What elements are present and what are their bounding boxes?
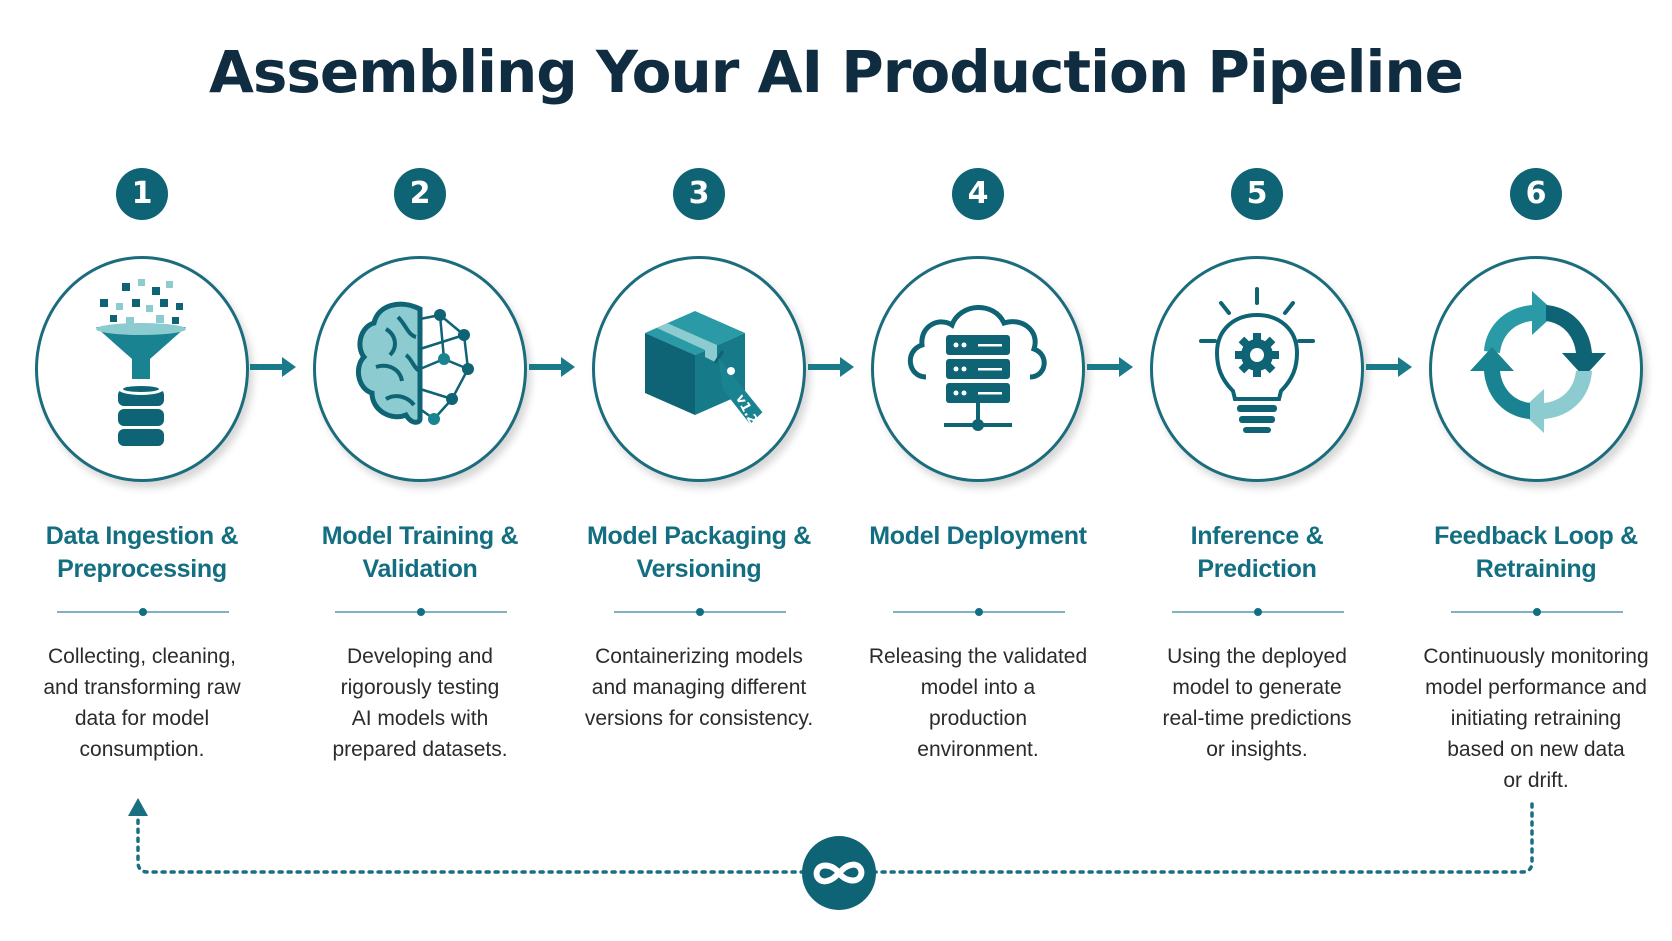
arrow-right-icon <box>529 357 575 377</box>
description-line: Continuously monitoring <box>1423 645 1649 668</box>
step-description: Containerizing models and managing diffe… <box>579 641 819 734</box>
step-3: 3 v1.2.3 Model Packaging & Versioning Co… <box>579 0 819 941</box>
description-line: and managing different <box>591 676 807 699</box>
brain-network-icon <box>355 301 474 425</box>
step-title-line: Versioning <box>636 555 762 583</box>
arrow-right-icon <box>250 357 296 377</box>
step-number-badge: 1 <box>116 168 168 220</box>
description-line: or insights. <box>1206 738 1308 761</box>
description-line: real-time predictions <box>1162 707 1352 730</box>
step-title-line: Feedback Loop & <box>1434 522 1638 550</box>
description-line: Collecting, cleaning, <box>48 645 236 668</box>
step-number-badge: 3 <box>673 168 725 220</box>
divider-dot <box>1254 608 1262 616</box>
description-line: Containerizing models <box>595 645 803 668</box>
step-title: Feedback Loop & Retraining <box>1416 520 1656 586</box>
description-line: model into a <box>920 676 1036 699</box>
description-line: production <box>928 707 1028 730</box>
step-divider <box>57 608 229 616</box>
description-line: consumption. <box>79 738 205 761</box>
step-title-line: Data Ingestion & <box>45 522 239 550</box>
funnel-database-icon <box>96 279 186 446</box>
loop-badge <box>802 836 876 910</box>
cycle-arrows-icon <box>1470 291 1606 433</box>
step-number-badge: 6 <box>1510 168 1562 220</box>
step-title-line: Retraining <box>1475 555 1597 583</box>
step-icon-ring: v1.2.3 <box>592 256 806 482</box>
cloud-server-icon <box>908 305 1047 431</box>
step-icon-ring <box>1150 256 1364 482</box>
step-number-badge: 2 <box>394 168 446 220</box>
step-title: Model Packaging & Versioning <box>579 520 819 586</box>
infinity-icon <box>813 861 865 885</box>
step-1: 1 <box>22 0 262 941</box>
step-description: Using the deployed model to generate rea… <box>1137 641 1377 765</box>
description-line: Using the deployed <box>1167 645 1347 668</box>
page-title: Assembling Your AI Production Pipeline <box>209 38 1464 106</box>
step-title-line: Inference & <box>1190 522 1324 550</box>
step-2: 2 <box>300 0 540 941</box>
divider-dot <box>696 608 704 616</box>
step-description: Developing and rigorously testing AI mod… <box>300 641 540 765</box>
step-divider <box>1172 608 1344 616</box>
step-title-line: Model Deployment <box>869 522 1087 550</box>
arrow-right-icon <box>1087 357 1133 377</box>
step-icon-ring <box>35 256 249 482</box>
step-4: 4 Model Deployme <box>858 0 1098 941</box>
description-line: rigorously testing <box>340 676 500 699</box>
description-line: and transforming raw <box>43 676 241 699</box>
description-line: AI models with <box>351 707 489 730</box>
description-line: initiating retraining <box>1450 707 1622 730</box>
description-line: prepared datasets. <box>332 738 508 761</box>
description-line: Releasing the validated <box>868 645 1088 668</box>
description-line: versions for consistency. <box>584 707 814 730</box>
step-divider <box>1451 608 1623 616</box>
step-5: 5 <box>1137 0 1377 941</box>
step-title-line: Model Packaging & <box>586 522 812 550</box>
step-title: Model Deployment <box>858 520 1098 553</box>
divider-dot <box>975 608 983 616</box>
step-divider <box>335 608 507 616</box>
step-description: Releasing the validated model into a pro… <box>858 641 1098 765</box>
package-tag-icon: v1.2.3 <box>645 311 767 439</box>
step-title: Data Ingestion & Preprocessing <box>22 520 262 586</box>
description-line: based on new data <box>1447 738 1625 761</box>
step-title: Model Training & Validation <box>300 520 540 586</box>
step-description: Collecting, cleaning, and transforming r… <box>22 641 262 765</box>
step-title-line: Prediction <box>1197 555 1317 583</box>
step-number-badge: 5 <box>1231 168 1283 220</box>
step-icon-ring <box>1429 256 1643 482</box>
description-line: Developing and <box>347 645 493 668</box>
arrow-right-icon <box>1366 357 1412 377</box>
divider-dot <box>417 608 425 616</box>
arrow-right-icon <box>808 357 854 377</box>
description-line: model performance and <box>1425 676 1647 699</box>
description-line: environment. <box>917 738 1039 761</box>
step-title-line: Validation <box>362 555 478 583</box>
divider-dot <box>1533 608 1541 616</box>
step-icon-ring <box>313 256 527 482</box>
lightbulb-gear-icon <box>1199 287 1315 433</box>
step-icon-ring <box>871 256 1085 482</box>
step-6: 6 Feedback Loop & Retraining Continuousl… <box>1416 0 1656 941</box>
step-divider <box>893 608 1065 616</box>
version-tag-text: v1.2.3 <box>732 392 767 439</box>
step-title: Inference & Prediction <box>1137 520 1377 586</box>
divider-dot <box>139 608 147 616</box>
step-divider <box>614 608 786 616</box>
description-line: model to generate <box>1172 676 1342 699</box>
description-line: or drift. <box>1503 769 1569 792</box>
step-description: Continuously monitoring model performanc… <box>1416 641 1656 796</box>
step-title-line: Model Training & <box>321 522 519 550</box>
description-line: data for model <box>74 707 210 730</box>
step-number-badge: 4 <box>952 168 1004 220</box>
step-title-line: Preprocessing <box>57 555 227 583</box>
